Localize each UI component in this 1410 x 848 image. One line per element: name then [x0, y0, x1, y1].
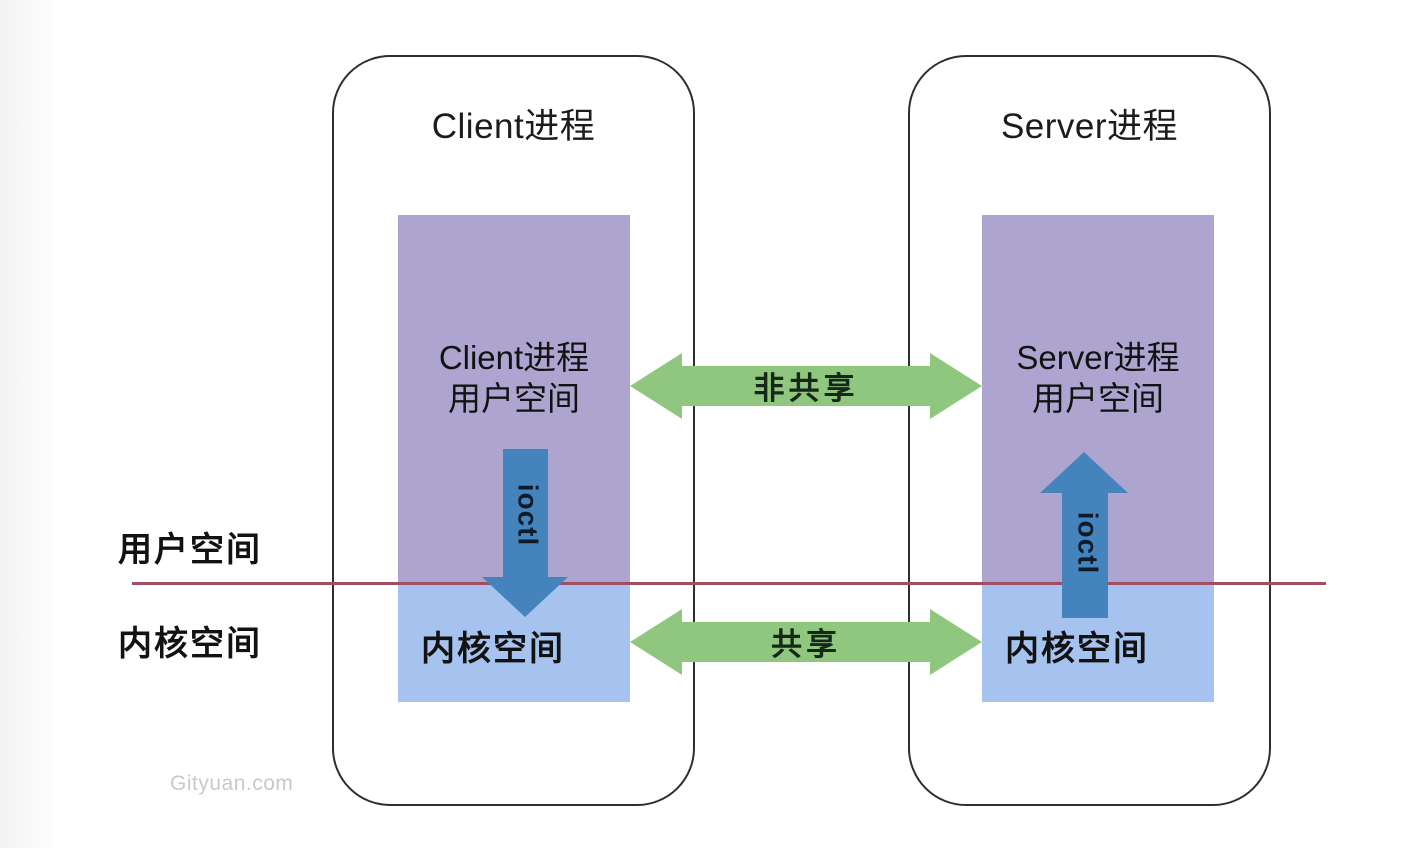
- server-kernel-space-label: 内核空间: [1005, 630, 1149, 668]
- shared-arrow: 共享: [630, 605, 982, 679]
- down-arrow-icon: [482, 449, 568, 617]
- server-ioctl-arrow: ioctl: [1040, 452, 1128, 618]
- server-process-title: Server进程: [1000, 107, 1179, 146]
- left-edge-gradient: [0, 0, 62, 848]
- axis-label-user-space: 用户空间: [118, 531, 262, 569]
- client-process-container: [332, 55, 695, 806]
- client-ioctl-arrow: ioctl: [482, 449, 568, 617]
- client-kernel-space-label: 内核空间: [421, 630, 565, 668]
- server-kernel-space-box: 内核空间: [982, 583, 1214, 702]
- watermark: Gityuan.com: [170, 772, 294, 795]
- non-shared-arrow: 非共享: [630, 349, 982, 423]
- client-user-space-label-line1: Client进程: [438, 339, 590, 376]
- user-kernel-boundary-line: [132, 582, 1326, 585]
- server-process-container: [908, 55, 1271, 806]
- client-process-title: Client进程: [431, 107, 596, 146]
- axis-label-kernel-space: 内核空间: [118, 625, 262, 663]
- server-user-space-label: Server进程 用户空间: [982, 337, 1214, 419]
- client-ioctl-label: ioctl: [512, 483, 544, 547]
- shared-arrow-label: 共享: [771, 626, 841, 662]
- up-arrow-icon: [1040, 452, 1128, 618]
- server-user-space-label-line2: 用户空间: [1032, 380, 1164, 417]
- client-user-space-label-line2: 用户空间: [448, 380, 580, 417]
- client-user-space-label: Client进程 用户空间: [398, 337, 630, 419]
- double-arrow-icon: [630, 353, 982, 419]
- double-arrow-icon: [630, 609, 982, 675]
- server-user-space-label-line1: Server进程: [1016, 339, 1180, 376]
- server-ioctl-label: ioctl: [1072, 511, 1104, 575]
- non-shared-arrow-label: 非共享: [753, 370, 859, 406]
